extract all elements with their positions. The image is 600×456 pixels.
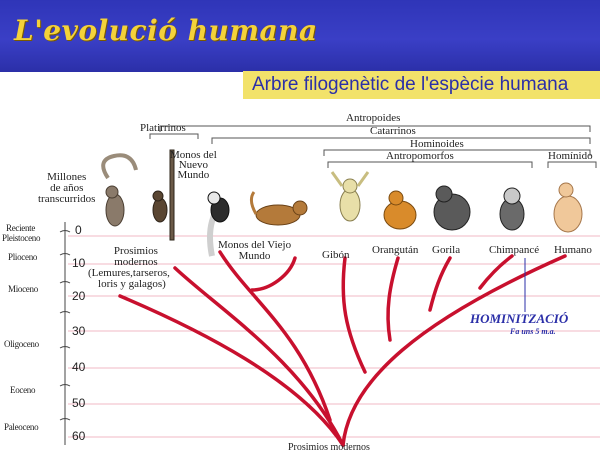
tick-40: 40	[72, 360, 85, 374]
lemur-figure	[103, 155, 136, 226]
epoch-mioceno: Mioceno	[8, 285, 38, 294]
label-viejo-mundo: Monos del Viejo Mundo	[218, 240, 291, 262]
hominitzacio-date: Fa uns 5 m.a.	[510, 327, 556, 336]
label-hominoides: Hominoides	[410, 139, 464, 150]
label-viejo-mundo-line-2: Mundo	[218, 251, 291, 262]
gibbon-figure	[332, 172, 368, 221]
epoch-paleoceno: Paleoceno	[4, 423, 38, 432]
tick-10: 10	[72, 256, 85, 270]
label-nuevo-mundo: Monos del Nuevo Mundo	[170, 150, 217, 180]
epoch-plioceno: Plioceno	[8, 253, 37, 262]
epoch-eoceno: Eoceno	[10, 386, 35, 395]
axis-title-line-3: transcurridos	[38, 194, 95, 205]
tree-branches	[120, 252, 565, 445]
gorilla-figure	[434, 186, 470, 230]
label-hominido: Homínido	[548, 151, 593, 162]
label-prosimios-line-4: loris y galagos)	[88, 279, 170, 290]
root-label: Prosimios modernos	[288, 442, 370, 453]
orangutan-figure	[384, 191, 416, 229]
label-gibon: Gibón	[322, 250, 350, 261]
branch-gibon	[343, 258, 365, 372]
label-orangutan: Orangután	[372, 245, 418, 256]
label-humano: Humano	[554, 245, 592, 256]
old-world-monkey-figure	[251, 192, 307, 225]
bracket-platirrinos	[150, 134, 198, 139]
branch-old-world-split	[252, 258, 295, 290]
chimpanzee-figure	[500, 188, 524, 230]
human-figure	[554, 183, 582, 232]
tick-20: 20	[72, 289, 85, 303]
label-platirrinos: Platirrinos	[140, 123, 186, 134]
branch-main-trunk	[343, 256, 565, 445]
epoch-pleistoceno: Pleistoceno	[2, 234, 40, 243]
label-antropoides: Antropoides	[346, 113, 400, 124]
bracket-antropomorfos	[328, 162, 532, 168]
tick-50: 50	[72, 396, 85, 410]
hominitzacio-label: HOMINITZACIÓ	[470, 311, 568, 327]
epoch-oligoceno: Oligoceno	[4, 340, 39, 349]
tick-60: 60	[72, 429, 85, 443]
bracket-catarrinos	[212, 138, 590, 144]
branch-gorila	[430, 258, 450, 310]
branch-nuevo-mundo	[175, 268, 343, 445]
branch-old-world-stem	[220, 252, 330, 420]
time-axis	[60, 222, 70, 445]
bracket-hominido	[548, 162, 596, 168]
label-catarrinos: Catarrinos	[370, 126, 416, 137]
label-nuevo-mundo-line-3: Mundo	[170, 170, 217, 180]
epoch-reciente: Reciente	[6, 224, 35, 233]
tick-0: 0	[75, 223, 82, 237]
label-chimpance: Chimpancé	[489, 245, 539, 256]
branch-orangutan	[388, 258, 398, 340]
tick-30: 30	[72, 324, 85, 338]
label-antropomorfos: Antropomorfos	[386, 151, 454, 162]
label-gorila: Gorila	[432, 245, 460, 256]
label-prosimios: Prosimios modernos (Lemures,tarseros, lo…	[88, 246, 170, 290]
axis-title: Millones de años transcurridos	[38, 172, 95, 205]
